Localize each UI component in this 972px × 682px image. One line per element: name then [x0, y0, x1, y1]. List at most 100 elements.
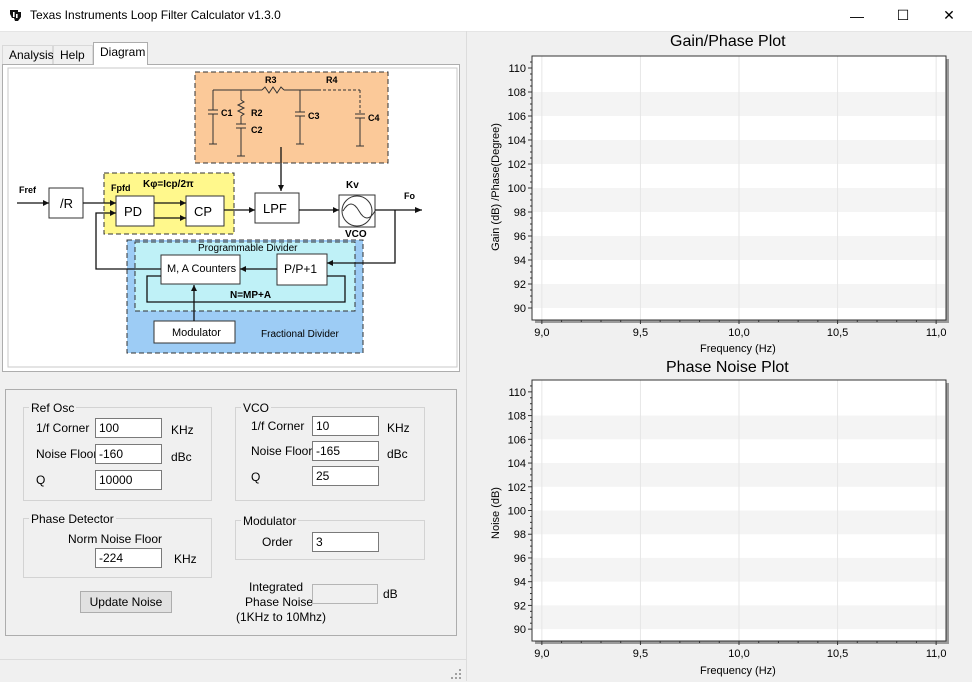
y-tick-label: 92 [514, 279, 526, 291]
label-c4: C4 [368, 113, 380, 123]
integrated-label-line3: (1KHz to 10Mhz) [236, 610, 327, 624]
y-tick-label: 110 [508, 63, 526, 75]
diagram-frame [7, 67, 458, 368]
resize-grip-icon[interactable] [450, 668, 462, 680]
pd-norm-floor-unit: KHz [174, 552, 197, 566]
label-c3: C3 [308, 111, 320, 121]
y-tick-label: 90 [514, 624, 526, 636]
label-prog-divider: Programmable Divider [198, 243, 298, 254]
label-r-divider: /R [60, 196, 73, 211]
label-pd: PD [124, 204, 142, 219]
label-r4: R4 [326, 75, 338, 85]
title-bar: Texas Instruments Loop Filter Calculator… [0, 0, 972, 32]
ref-osc-q-input[interactable] [95, 470, 162, 490]
modulator-order-input[interactable] [312, 532, 379, 552]
y-tick-label: 108 [508, 87, 526, 99]
noise-settings-panel [5, 389, 457, 636]
vco-q-label: Q [251, 470, 261, 484]
ref-osc-floor-input[interactable] [95, 444, 162, 464]
label-lpf: LPF [263, 201, 287, 216]
loop-filter-circuit [208, 86, 365, 157]
label-kphi: Kφ=Icp/2π [143, 179, 194, 190]
y-tick-label: 104 [508, 135, 526, 147]
label-vco: VCO [345, 229, 367, 240]
integrated-label-line2: Phase Noise [245, 595, 314, 609]
integrated-noise-unit: dB [383, 587, 398, 601]
vco-corner-input[interactable] [312, 416, 379, 436]
panel-splitter[interactable] [466, 31, 467, 681]
y-tick-label: 98 [514, 207, 526, 219]
update-noise-button[interactable]: Update Noise [80, 591, 172, 613]
label-cp: CP [194, 204, 212, 219]
close-button[interactable]: ✕ [926, 0, 972, 31]
vco-corner-unit: KHz [387, 421, 410, 435]
label-r3: R3 [265, 75, 277, 85]
label-fo: Fo [404, 191, 415, 201]
label-prescaler: P/P+1 [284, 262, 317, 276]
label-counters: M, A Counters [167, 263, 237, 275]
label-fref: Fref [19, 185, 37, 195]
maximize-button[interactable]: ☐ [880, 0, 926, 31]
y-tick-label: 104 [508, 458, 526, 470]
ref-osc-floor-label: Noise Floor [36, 447, 98, 461]
vco-title: VCO [241, 401, 272, 415]
prescaler-block [276, 253, 328, 286]
y-tick-label: 98 [514, 529, 526, 541]
arrowheads [43, 185, 422, 291]
vco-corner-label: 1/f Corner [251, 419, 305, 433]
cp-block [185, 195, 225, 227]
phase-noise-xlabel: Frequency (Hz) [700, 665, 776, 677]
y-tick-label: 102 [508, 159, 526, 171]
tab-analysis[interactable]: Analysis [2, 45, 54, 64]
x-tick-label: 11,0 [926, 327, 947, 339]
label-modulator: Modulator [172, 327, 221, 339]
y-tick-label: 90 [514, 303, 526, 315]
y-tick-label: 106 [508, 434, 526, 446]
pd-block [115, 195, 155, 227]
minimize-button[interactable]: — [834, 0, 880, 31]
ref-osc-floor-unit: dBc [171, 450, 192, 464]
y-tick-label: 108 [508, 411, 526, 423]
ref-osc-corner-input[interactable] [95, 418, 162, 438]
label-kv: Kv [346, 180, 359, 191]
x-tick-label: 9,5 [633, 327, 648, 339]
modulator-order-label: Order [262, 535, 293, 549]
y-tick-label: 100 [508, 183, 526, 195]
x-tick-label: 9,0 [534, 648, 549, 660]
vco-q-input[interactable] [312, 466, 379, 486]
x-tick-label: 9,5 [633, 648, 648, 660]
tab-help[interactable]: Help [53, 45, 93, 64]
y-tick-label: 94 [514, 577, 526, 589]
vco-floor-input[interactable] [312, 441, 379, 461]
label-r2: R2 [251, 108, 263, 118]
integrated-noise-output [312, 584, 378, 604]
phase-detector-title: Phase Detector [29, 512, 116, 526]
maximize-icon: ☐ [896, 7, 910, 23]
phase-noise-title: Phase Noise Plot [666, 359, 789, 376]
lpf-block [254, 192, 300, 224]
pd-norm-floor-input[interactable] [95, 548, 162, 568]
minimize-icon: — [850, 7, 864, 24]
x-tick-label: 10,0 [728, 327, 749, 339]
modulator-title: Modulator [241, 514, 299, 528]
tab-diagram[interactable]: Diagram [93, 42, 148, 65]
y-tick-label: 106 [508, 111, 526, 123]
label-c2: C2 [251, 125, 263, 135]
x-tick-label: 10,5 [827, 327, 848, 339]
y-tick-label: 100 [508, 506, 526, 518]
label-fpfd: Fpfd [111, 183, 131, 193]
x-tick-label: 9,0 [534, 327, 549, 339]
x-tick-label: 11,0 [926, 648, 947, 660]
y-tick-label: 96 [514, 231, 526, 243]
ref-osc-group [23, 407, 212, 501]
phase-detector-group [23, 518, 212, 578]
vco-floor-unit: dBc [387, 447, 408, 461]
gain-phase-chart: 90 92 94 96 98 100 102 104 106 108 110 9,0 9,5 10,0 10… [508, 55, 949, 339]
y-tick-label: 94 [514, 255, 526, 267]
modulator-group [235, 520, 425, 560]
ref-osc-q-label: Q [36, 473, 46, 487]
label-n-equation: N=MP+A [230, 290, 271, 301]
label-c1: C1 [221, 108, 233, 118]
integrated-label-line1: Integrated [249, 580, 304, 594]
x-tick-label: 10,0 [728, 648, 749, 660]
